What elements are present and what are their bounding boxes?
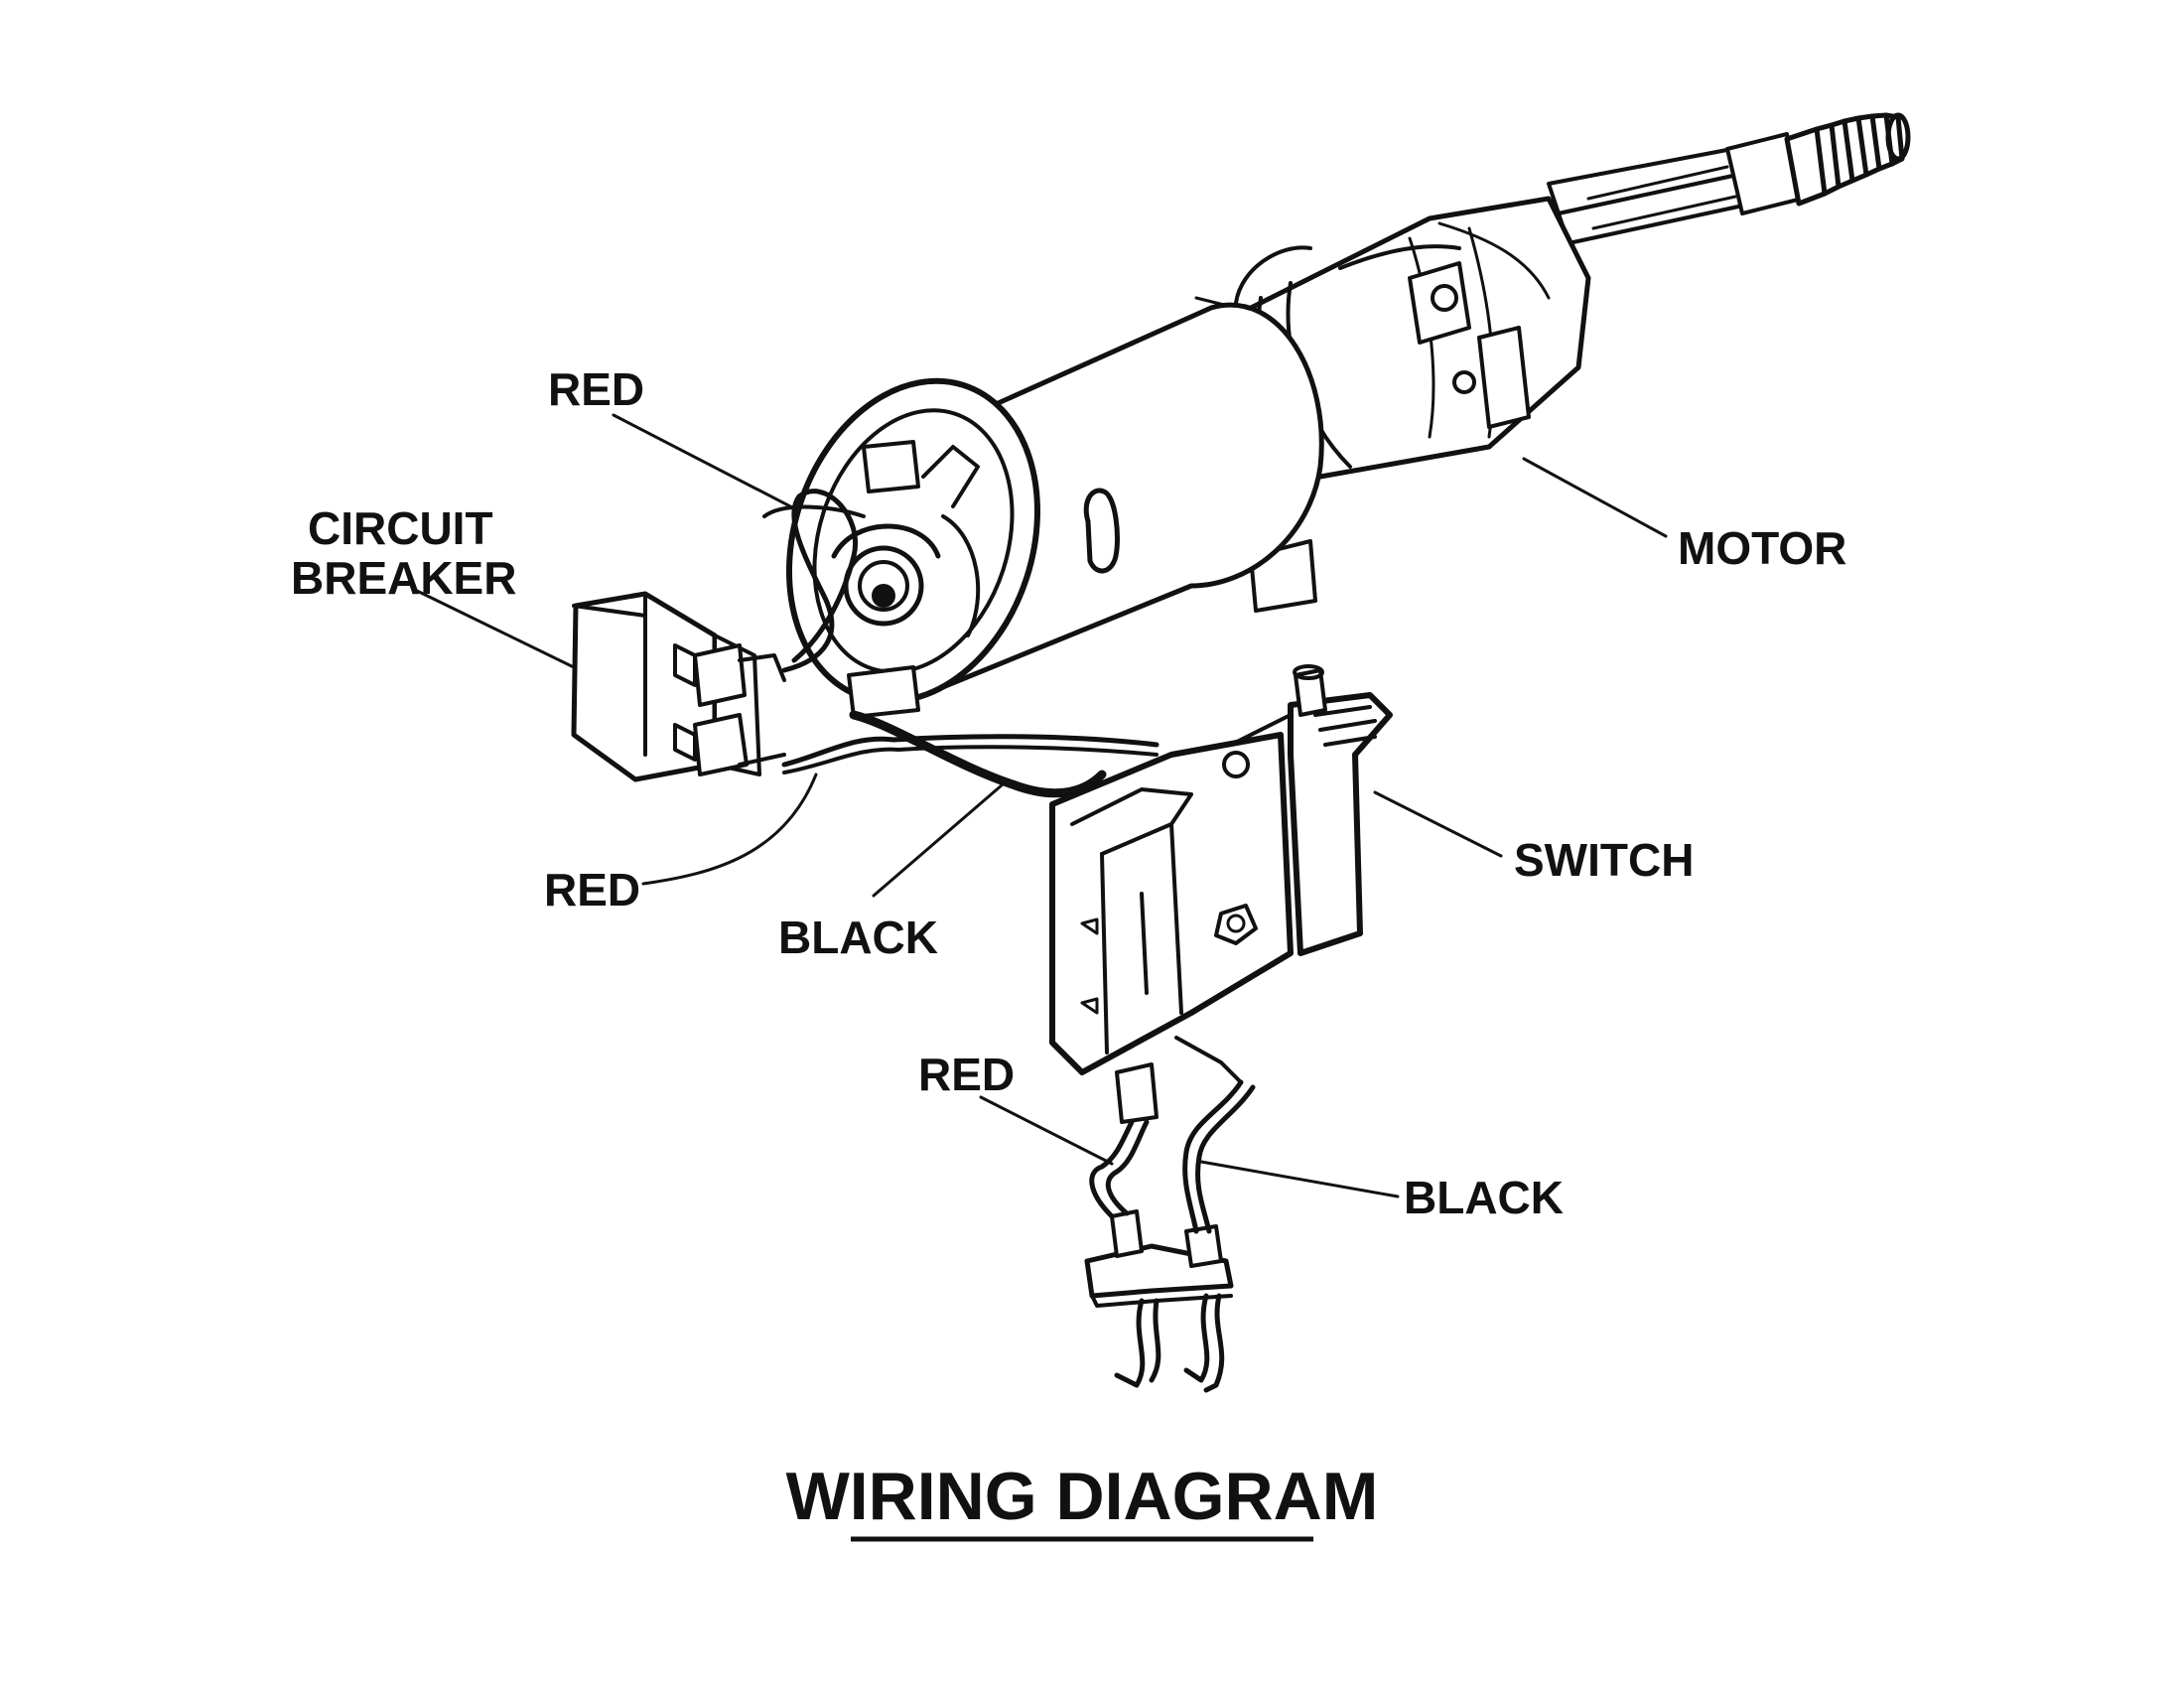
labels: RED CIRCUIT BREAKER MOTOR RED BLACK SWIT… <box>291 363 1846 1223</box>
motor-cylinder <box>786 302 1324 719</box>
wire-black-bottom <box>1182 1079 1244 1234</box>
motor-illustration <box>786 112 1911 719</box>
wire-red-left <box>781 734 1160 768</box>
wire-red-bottom <box>1089 1119 1135 1219</box>
label-circuit-breaker-line2: BREAKER <box>291 552 516 604</box>
label-switch: SWITCH <box>1514 834 1694 886</box>
leader-lines <box>415 413 1668 1198</box>
diagram-title: WIRING DIAGRAM <box>786 1459 1379 1542</box>
circuit-breaker-illustration <box>571 591 786 782</box>
wire-red-top <box>781 489 858 673</box>
wire-black-mid <box>849 710 1107 798</box>
label-black-mid: BLACK <box>778 912 938 963</box>
label-circuit-breaker-line1: CIRCUIT <box>308 502 493 554</box>
motor-shaft <box>1547 112 1911 245</box>
label-motor: MOTOR <box>1678 522 1846 574</box>
switch-illustration <box>1049 664 1393 1124</box>
label-red-top: RED <box>548 363 644 415</box>
wires <box>762 489 1256 1234</box>
brush-assembly-illustration <box>1084 1209 1234 1393</box>
label-red-bottom: RED <box>918 1049 1015 1100</box>
page-title: WIRING DIAGRAM <box>786 1459 1379 1534</box>
label-red-left: RED <box>544 864 640 915</box>
label-black-bottom: BLACK <box>1404 1172 1564 1223</box>
